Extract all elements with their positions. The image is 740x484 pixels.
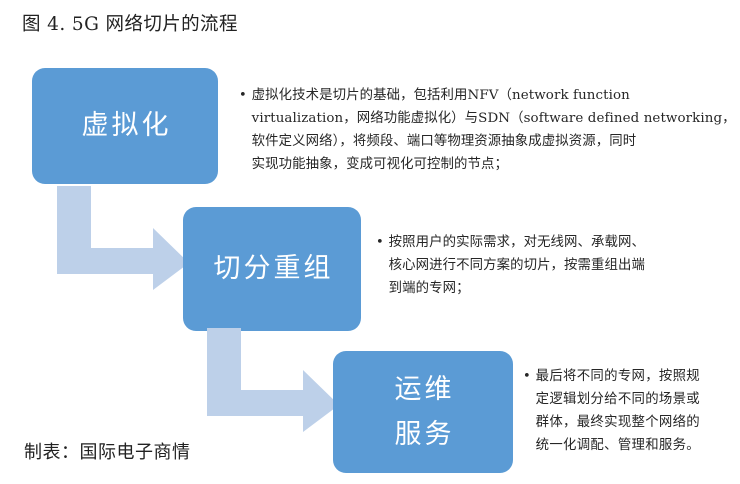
note-operations-line: 最后将不同的专网，按照规	[535, 369, 700, 384]
note-slicing: • 按照用户的实际需求，对无线网、承载网、 核心网进行不同方案的切片，按需重组出…	[376, 231, 706, 300]
bullet-icon: •	[239, 88, 247, 103]
note-virtualization-line: virtualization，网络功能虚拟化）与SDN（software def…	[251, 111, 736, 126]
process-box-slicing[interactable]: 切分重组	[183, 207, 361, 331]
note-virtualization-line: 虚拟化技术是切片的基础，包括利用NFV（network function	[251, 88, 630, 103]
process-box-operations-label-line-1: 运维	[394, 374, 455, 405]
note-operations-line: 定逻辑划分给不同的场景或	[535, 392, 700, 407]
process-box-operations-label-line-2: 服务	[394, 419, 455, 450]
note-operations: • 最后将不同的专网，按照规 定逻辑划分给不同的场景或 群体，最终实现整个网络的…	[523, 365, 737, 457]
figure-title: 图 4. 5G 网络切片的流程	[22, 14, 238, 35]
note-operations-line: 群体，最终实现整个网络的	[535, 415, 700, 430]
note-slicing-line: 按照用户的实际需求，对无线网、承载网、	[388, 235, 645, 250]
note-virtualization-line: 实现功能抽象，变成可视化可控制的节点；	[251, 157, 508, 172]
process-box-operations[interactable]: 运维 服务	[333, 351, 513, 473]
process-box-virtualization[interactable]: 虚拟化	[32, 68, 218, 184]
bullet-icon: •	[376, 235, 384, 250]
bullet-icon: •	[523, 369, 531, 384]
note-virtualization-line: 软件定义网络），将频段、端口等物理资源抽象成虚拟资源，同时	[251, 134, 637, 149]
note-operations-line: 统一化调配、管理和服务。	[535, 438, 700, 453]
note-slicing-line: 到端的专网；	[388, 281, 470, 296]
process-box-virtualization-label: 虚拟化	[81, 110, 172, 141]
arrow-virtualization-to-slicing-icon	[57, 186, 189, 290]
note-slicing-line: 核心网进行不同方案的切片，按需重组出端	[388, 258, 645, 273]
process-box-slicing-label: 切分重组	[213, 253, 334, 284]
figure-source-caption: 制表：国际电子商情	[24, 442, 191, 463]
arrow-slicing-to-operations-icon	[207, 328, 339, 432]
note-virtualization: • 虚拟化技术是切片的基础，包括利用NFV（network function v…	[239, 84, 736, 176]
